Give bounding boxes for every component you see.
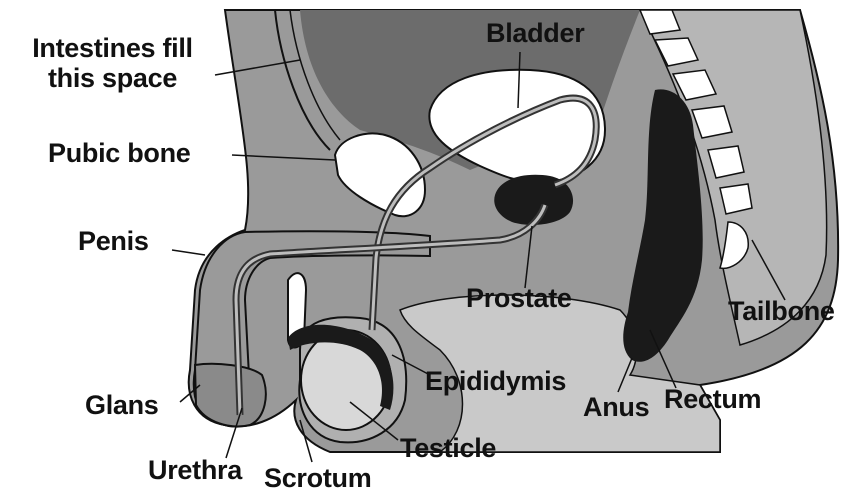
label-prostate: Prostate [466,283,572,313]
label-intestines: Intestines fill this space [10,33,215,93]
label-bladder: Bladder [486,18,584,48]
label-urethra: Urethra [148,455,242,485]
label-anus: Anus [583,392,649,422]
label-epididymis: Epididymis [425,366,566,396]
label-rectum: Rectum [664,384,761,414]
label-testicle: Testicle [400,433,496,463]
leader-penis [172,250,205,255]
label-intestines-line1: Intestines fill [10,33,215,63]
label-scrotum: Scrotum [264,463,371,493]
label-pubic-bone: Pubic bone [48,138,191,168]
label-glans: Glans [85,390,159,420]
glans-shape [195,364,266,427]
label-tailbone: Tailbone [728,296,835,326]
label-intestines-line2: this space [10,63,215,93]
label-penis: Penis [78,226,149,256]
